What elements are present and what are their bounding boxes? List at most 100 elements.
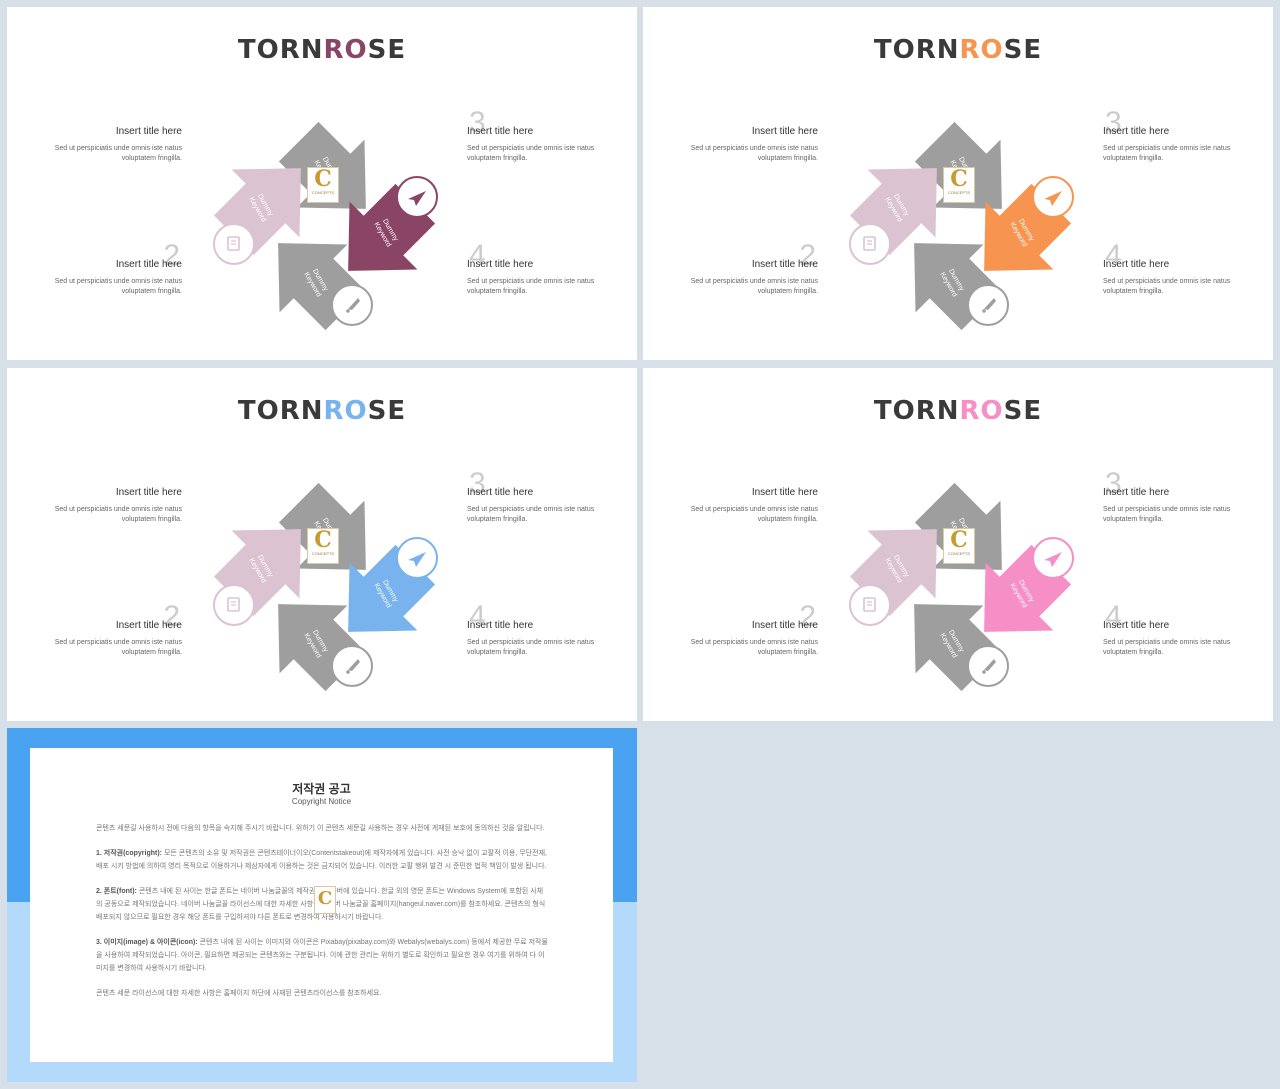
item-desc: Sed ut perspiciatis unde omnis iste natu… (54, 145, 182, 162)
item-desc: Sed ut perspiciatis unde omnis iste natu… (690, 506, 818, 523)
slide-2: TORNROSE 1 Insert title here Sed ut pers… (643, 7, 1273, 360)
item-3: 3 Insert title here Sed ut perspiciatis … (467, 106, 607, 164)
item-4: 4 Insert title here Sed ut perspiciatis … (1103, 600, 1243, 658)
copyright-section-text: 모든 콘텐츠의 소유 및 저작권은 콘텐츠테이너이오(Contentstakeo… (96, 850, 547, 870)
item-title: Insert title here (751, 259, 818, 270)
tornrose-logo: TORNROSE (7, 35, 637, 65)
arrow-cycle-svg: DummyKeyword DummyKeyword DummyKeyword D… (849, 482, 1074, 692)
logo-prefix: TORN (873, 396, 960, 426)
badge-letter: C (314, 527, 332, 553)
item-number: 3 (469, 467, 486, 500)
paper-plane-icon (396, 176, 438, 218)
item-title: Insert title here (1103, 259, 1170, 270)
item-number: 2 (163, 600, 180, 633)
rocket-icon (331, 284, 373, 326)
copyright-body: 콘텐츠 세문길 사용하시 전에 다음의 항목을 숙지해 주시기 바랍니다. 위하… (96, 822, 548, 1012)
slide-4: TORNROSE 1 Insert title here Sed ut pers… (643, 368, 1273, 721)
item-title: Insert title here (467, 126, 534, 137)
item-number: 3 (469, 106, 486, 139)
logo-accent: RO (323, 35, 368, 65)
concepts-logo-badge: C CONCEPTS (307, 167, 339, 203)
item-title: Insert title here (115, 126, 182, 137)
badge-letter: C (950, 166, 968, 192)
item-4: 4 Insert title here Sed ut perspiciatis … (1103, 239, 1243, 297)
logo-prefix: TORN (237, 35, 324, 65)
cycle-arrow-diagram: DummyKeyword DummyKeyword DummyKeyword D… (838, 463, 1088, 693)
logo-suffix: SE (367, 35, 407, 65)
tornrose-logo: TORNROSE (643, 396, 1273, 426)
badge-letter: C (314, 166, 332, 192)
item-3: 3 Insert title here Sed ut perspiciatis … (1103, 467, 1243, 525)
badge-text: CONCEPTS (311, 190, 335, 195)
tornrose-logo: TORNROSE (643, 35, 1273, 65)
logo-accent: RO (959, 396, 1004, 426)
logo-prefix: TORN (873, 35, 960, 65)
tornrose-logo: TORNROSE (7, 396, 637, 426)
paper-plane-icon (1032, 537, 1074, 579)
item-title: Insert title here (467, 259, 534, 270)
logo-suffix: SE (1003, 396, 1043, 426)
item-1: 1 Insert title here Sed ut perspiciatis … (42, 126, 182, 164)
concepts-logo-badge: C CONCEPTS (943, 167, 975, 203)
item-2: 2 Insert title here Sed ut perspiciatis … (42, 239, 182, 297)
item-4: 4 Insert title here Sed ut perspiciatis … (467, 600, 607, 658)
item-desc: Sed ut perspiciatis unde omnis iste natu… (1103, 278, 1231, 295)
item-number: 2 (799, 239, 816, 272)
item-desc: Sed ut perspiciatis unde omnis iste natu… (690, 639, 818, 656)
copyright-outro: 콘텐츠 세문 라이선스에 대한 자세한 사항은 홈페이지 하단에 사재된 콘텐츠… (96, 990, 382, 997)
item-number: 2 (163, 239, 180, 272)
item-title: Insert title here (1103, 487, 1170, 498)
item-1: 1 Insert title here Sed ut perspiciatis … (678, 126, 818, 164)
item-2: 2 Insert title here Sed ut perspiciatis … (42, 600, 182, 658)
item-title: Insert title here (467, 487, 534, 498)
item-2: 2 Insert title here Sed ut perspiciatis … (678, 600, 818, 658)
item-1: 1 Insert title here Sed ut perspiciatis … (678, 487, 818, 525)
item-desc: Sed ut perspiciatis unde omnis iste natu… (467, 145, 595, 162)
item-desc: Sed ut perspiciatis unde omnis iste natu… (54, 639, 182, 656)
copyright-subtitle: Copyright Notice (291, 797, 352, 806)
item-desc: Sed ut perspiciatis unde omnis iste natu… (690, 145, 818, 162)
rocket-icon (331, 645, 373, 687)
item-title: Insert title here (1103, 620, 1170, 631)
item-number: 4 (469, 600, 486, 633)
cycle-arrow-diagram: DummyKeyword DummyKeyword DummyKeyword D… (202, 463, 452, 693)
copyright-title: 저작권 공고 (292, 782, 351, 796)
item-desc: Sed ut perspiciatis unde omnis iste natu… (54, 278, 182, 295)
rocket-icon (967, 645, 1009, 687)
concepts-logo-badge: C CONCEPTS (943, 528, 975, 564)
item-number: 2 (799, 600, 816, 633)
logo-suffix: SE (1003, 35, 1043, 65)
item-number: 3 (1105, 467, 1122, 500)
arrow-cycle-svg: DummyKeyword DummyKeyword DummyKeyword D… (213, 482, 438, 692)
item-title: Insert title here (751, 620, 818, 631)
arrow-cycle-svg: DummyKeyword DummyKeyword DummyKeyword D… (213, 121, 438, 331)
notepad-icon (849, 223, 891, 265)
item-number: 4 (469, 239, 486, 272)
concepts-logo-badge: C CONCEPTS (307, 528, 339, 564)
logo-prefix: TORN (237, 396, 324, 426)
item-desc: Sed ut perspiciatis unde omnis iste natu… (467, 278, 595, 295)
item-title: Insert title here (751, 126, 818, 137)
item-desc: Sed ut perspiciatis unde omnis iste natu… (1103, 145, 1231, 162)
item-number: 4 (1105, 239, 1122, 272)
badge-letter: C (950, 527, 968, 553)
item-title: Insert title here (115, 620, 182, 631)
paper-plane-icon (1032, 176, 1074, 218)
badge-text: CONCEPTS (311, 551, 335, 556)
item-desc: Sed ut perspiciatis unde omnis iste natu… (54, 506, 182, 523)
arrow-cycle-svg: DummyKeyword DummyKeyword DummyKeyword D… (849, 121, 1074, 331)
item-3: 3 Insert title here Sed ut perspiciatis … (467, 467, 607, 525)
item-desc: Sed ut perspiciatis unde omnis iste natu… (1103, 506, 1231, 523)
notepad-icon (213, 584, 255, 626)
copyright-section-text: 콘텐츠 내에 된 사이는 이미지와 아이콘은 Pixabay(pixabay.c… (96, 939, 548, 972)
notepad-icon (849, 584, 891, 626)
logo-suffix: SE (367, 396, 407, 426)
item-desc: Sed ut perspiciatis unde omnis iste natu… (1103, 639, 1231, 656)
slide-3: TORNROSE 1 Insert title here Sed ut pers… (7, 368, 637, 721)
copyright-card: 저작권 공고 Copyright Notice 콘텐츠 세문길 사용하시 전에 … (30, 748, 613, 1062)
item-4: 4 Insert title here Sed ut perspiciatis … (467, 239, 607, 297)
slide-1: TORNROSE 1 Insert title here Sed ut pers… (7, 7, 637, 360)
item-title: Insert title here (467, 620, 534, 631)
cycle-arrow-diagram: DummyKeyword DummyKeyword DummyKeyword D… (202, 102, 452, 332)
item-number: 3 (1105, 106, 1122, 139)
